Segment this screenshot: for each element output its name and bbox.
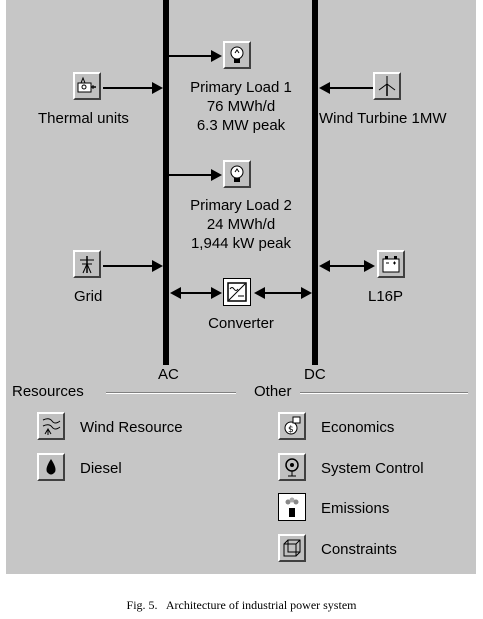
converter-dc-arrow-right <box>301 287 312 299</box>
grid-connector <box>103 265 153 267</box>
other-item-constraints[interactable]: Constraints <box>321 541 397 558</box>
converter-icon[interactable] <box>223 278 251 306</box>
resources-separator <box>106 392 236 394</box>
load2-connector <box>169 174 212 176</box>
primary-load-2-name: Primary Load 2 <box>190 197 292 214</box>
ac-bus <box>163 0 169 365</box>
wind-arrow <box>319 82 330 94</box>
economics-icon[interactable]: $ <box>278 412 306 440</box>
diesel-icon[interactable] <box>37 453 65 481</box>
primary-load-2-icon[interactable] <box>223 160 251 188</box>
battery-arrow-left <box>319 260 330 272</box>
battery-arrow-right <box>364 260 375 272</box>
load1-arrow <box>211 50 222 62</box>
other-title: Other <box>254 383 292 400</box>
load2-arrow <box>211 169 222 181</box>
battery-label: L16P <box>368 288 404 305</box>
load1-connector <box>169 55 212 57</box>
ac-bus-label: AC <box>158 366 179 383</box>
grid-label: Grid <box>74 288 103 305</box>
primary-load-2-peak: 1,944 kW peak <box>190 235 292 252</box>
wind-turbine-label: Wind Turbine 1MW <box>319 110 447 127</box>
wind-turbine-icon[interactable] <box>373 72 401 100</box>
figure-caption: Fig. 5. Architecture of industrial power… <box>126 598 357 612</box>
primary-load-2-energy: 24 MWh/d <box>206 216 276 233</box>
converter-ac-arrow-right <box>211 287 222 299</box>
dc-bus <box>312 0 318 365</box>
other-separator <box>300 392 468 394</box>
other-item-system-control[interactable]: System Control <box>321 460 424 477</box>
wind-resource-icon[interactable] <box>37 412 65 440</box>
system-control-icon[interactable] <box>278 453 306 481</box>
converter-label: Converter <box>208 315 274 332</box>
thermal-arrow <box>152 82 163 94</box>
grid-icon[interactable] <box>73 250 101 278</box>
resources-title: Resources <box>12 383 84 400</box>
converter-ac-connector <box>180 292 212 294</box>
dc-bus-label: DC <box>304 366 326 383</box>
resources-item-diesel[interactable]: Diesel <box>80 460 122 477</box>
primary-load-1-energy: 76 MWh/d <box>206 98 276 115</box>
battery-icon[interactable] <box>377 250 405 278</box>
wind-connector <box>329 87 373 89</box>
other-item-economics[interactable]: Economics <box>321 419 395 436</box>
other-item-emissions[interactable]: Emissions <box>321 500 390 517</box>
resources-item-wind[interactable]: Wind Resource <box>80 419 183 436</box>
converter-ac-arrow-left <box>170 287 181 299</box>
primary-load-1-name: Primary Load 1 <box>190 79 292 96</box>
converter-dc-connector <box>264 292 302 294</box>
thermal-connector <box>103 87 153 89</box>
grid-arrow <box>152 260 163 272</box>
primary-load-1-peak: 6.3 MW peak <box>196 117 286 134</box>
thermal-units-icon[interactable] <box>73 72 101 100</box>
constraints-icon[interactable] <box>278 534 306 562</box>
emissions-icon[interactable] <box>278 493 306 521</box>
svg-text:$: $ <box>288 425 294 435</box>
primary-load-1-icon[interactable] <box>223 41 251 69</box>
thermal-units-label: Thermal units <box>38 110 129 127</box>
converter-dc-arrow-left <box>254 287 265 299</box>
battery-connector <box>329 265 365 267</box>
